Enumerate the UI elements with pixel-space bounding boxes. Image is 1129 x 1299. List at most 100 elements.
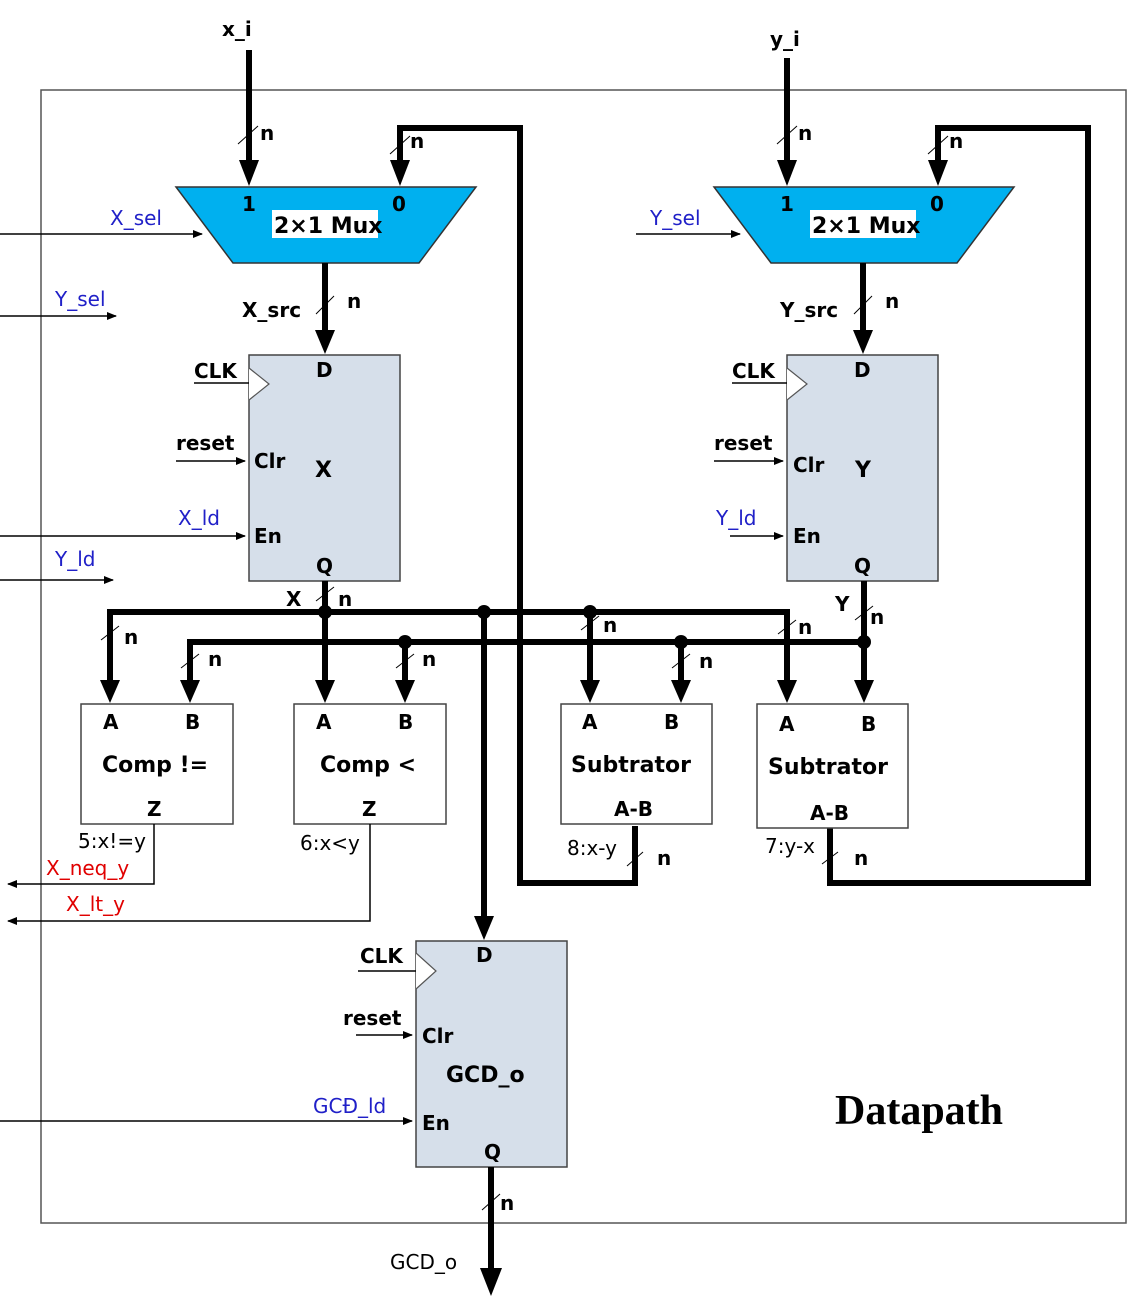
comp-lt-b: B xyxy=(398,710,413,734)
y-reg-clr: Clr xyxy=(793,453,825,477)
sub-xy-a: A xyxy=(582,710,598,734)
x-reg-clr: Clr xyxy=(254,449,286,473)
subtractor-xy-unit xyxy=(560,703,713,825)
x-clk-label: CLK xyxy=(194,359,238,383)
width-label: n xyxy=(798,121,812,145)
arrow-head xyxy=(928,160,948,186)
gcd-reg-name: GCD_o xyxy=(446,1063,525,1088)
gcd-reg-clr: Clr xyxy=(422,1024,454,1048)
arrow-head xyxy=(390,160,410,186)
x-reset-label: reset xyxy=(176,431,235,455)
gcd-reg-d: D xyxy=(476,943,493,967)
y-bus-label: Y xyxy=(834,592,850,616)
arrow-head xyxy=(777,160,797,186)
width-label: n xyxy=(699,649,713,673)
comp-lt-out-label: 6:x<y xyxy=(300,831,360,855)
x-mux-label: 2×1 Mux xyxy=(274,214,382,239)
y-reg-q: Q xyxy=(854,554,871,578)
arrow-head xyxy=(315,330,335,354)
width-label: n xyxy=(854,846,868,870)
comp-lt-a: A xyxy=(316,710,332,734)
x-register xyxy=(248,354,401,582)
comp-lt-z: Z xyxy=(362,797,377,821)
arrow-head xyxy=(239,160,259,186)
y-mux-label: 2×1 Mux xyxy=(812,214,920,239)
x-lt-y-label: X_lt_y xyxy=(66,892,125,916)
clock-triangle-icon xyxy=(786,367,808,401)
clock-triangle-icon xyxy=(415,952,437,990)
sub-xy-b: B xyxy=(664,710,679,734)
y-input-label: y_i xyxy=(770,27,800,51)
sub-yx-out-label: 7:y-x xyxy=(765,834,815,858)
width-label: n xyxy=(347,289,361,313)
arrow-head xyxy=(474,916,494,940)
bus-width-marks xyxy=(100,615,797,669)
x-feedback-bus xyxy=(397,125,638,886)
width-label: n xyxy=(798,615,812,639)
y-mux-label-bg xyxy=(810,210,916,238)
y-clk-label: CLK xyxy=(732,359,776,383)
comp-neq-b: B xyxy=(185,710,200,734)
comp-neq-out-label: 5:x!=y xyxy=(78,829,146,853)
datapath-frame xyxy=(40,89,1127,1224)
sub-yx-a: A xyxy=(779,712,795,736)
width-label: n xyxy=(338,587,352,611)
gcd-reg-en: En xyxy=(422,1111,450,1135)
y-reset-label: reset xyxy=(714,431,773,455)
comp-neq-z: Z xyxy=(147,797,162,821)
x-sel-label: X_sel xyxy=(110,206,162,230)
sub-yx-out: A-B xyxy=(810,801,849,825)
y-register xyxy=(786,354,939,582)
x-reg-name: X xyxy=(315,458,332,483)
clock-triangle-icon xyxy=(248,367,270,401)
x-src-label: X_src xyxy=(242,298,301,322)
x-bus xyxy=(107,609,790,683)
width-label: n xyxy=(870,605,884,629)
x-mux-in0-label: 0 xyxy=(392,192,406,216)
x-neq-y-wire xyxy=(7,824,155,888)
y-ld-left-label: Y_ld xyxy=(54,547,95,571)
y-sel-left-label: Y_sel xyxy=(54,287,106,311)
y-ld-label: Y_ld xyxy=(715,506,756,530)
gcd-reg-q: Q xyxy=(484,1140,501,1164)
input-arrowheads xyxy=(100,680,874,703)
y-reg-en: En xyxy=(793,524,821,548)
sub-yx-name: Subtrator xyxy=(768,755,888,780)
datapath-title: Datapath xyxy=(835,1088,1003,1134)
gcd-output-label: GCD_o xyxy=(390,1250,457,1274)
x-mux-label-bg xyxy=(272,210,378,238)
x-lt-y-wire xyxy=(7,824,371,925)
gcd-ld-label: GCĐ_ld xyxy=(313,1094,386,1118)
width-label: n xyxy=(885,289,899,313)
width-label: n xyxy=(124,625,138,649)
sub-xy-name: Subtrator xyxy=(571,753,691,778)
y-reg-d: D xyxy=(854,358,871,382)
comp-neq-unit xyxy=(80,703,234,825)
width-label: n xyxy=(410,129,424,153)
width-label: n xyxy=(208,647,222,671)
width-label: n xyxy=(603,613,617,637)
comp-neq-a: A xyxy=(103,710,119,734)
y-bus xyxy=(187,639,864,683)
width-label: n xyxy=(260,121,274,145)
x-input-label: x_i xyxy=(222,17,252,41)
x-reg-q: Q xyxy=(316,554,333,578)
sub-xy-out: A-B xyxy=(614,797,653,821)
x-neq-y-label: X_neq_y xyxy=(46,856,129,880)
x-reg-d: D xyxy=(316,358,333,382)
subtractor-yx-unit xyxy=(756,703,909,829)
width-label: n xyxy=(657,846,671,870)
arrow-head xyxy=(480,1268,502,1296)
width-label: n xyxy=(500,1191,514,1215)
y-mux-in1-label: 1 xyxy=(780,192,794,216)
y-reg-name: Y xyxy=(854,458,872,483)
gcd-register xyxy=(415,940,568,1168)
y-feedback-bus xyxy=(827,125,1091,886)
y-sel-label: Y_sel xyxy=(649,206,701,230)
comp-lt-name: Comp < xyxy=(320,753,416,778)
gcd-reset-label: reset xyxy=(343,1006,402,1030)
y-src-label: Y_src xyxy=(779,298,838,322)
arrow-head xyxy=(853,330,873,354)
junction-dots xyxy=(318,605,871,649)
